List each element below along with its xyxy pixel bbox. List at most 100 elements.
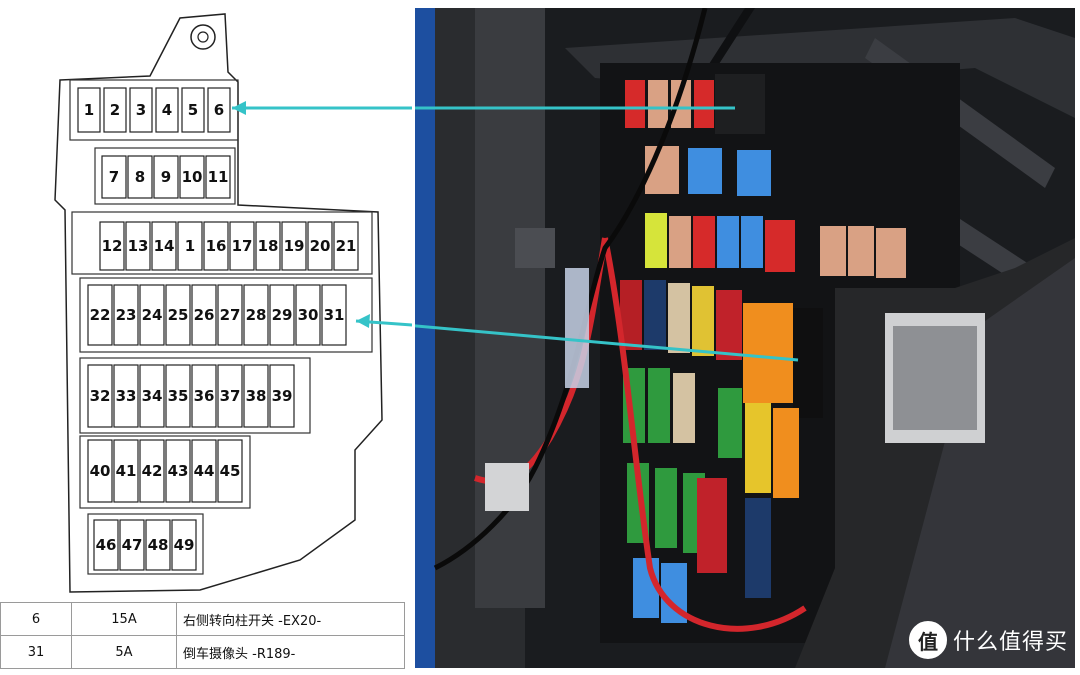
fuse-slot: [165, 364, 191, 428]
fuse-slot-number: 27: [220, 306, 241, 324]
fuse-slot-number: 18: [258, 237, 279, 255]
fuse-slot-cell: 31: [0, 635, 72, 669]
fuse-slot-number: 7: [109, 168, 119, 186]
row-frame: [79, 277, 373, 353]
fuse-slot: [127, 155, 153, 199]
fuse-slot-number: 32: [90, 387, 111, 405]
mounting-hole-inner: [197, 31, 209, 43]
row-frame: [87, 513, 204, 575]
fuse-slot: [129, 87, 153, 133]
fuse-slot-number: 17: [232, 237, 253, 255]
site-watermark: 值 什么值得买: [908, 621, 1068, 659]
fuse-slot: [191, 284, 217, 346]
fuse-slot-number: 48: [148, 536, 169, 554]
fuse-slot: [145, 519, 171, 571]
fuse-slot: [207, 87, 231, 133]
fuse-slot-number: 22: [90, 306, 111, 324]
fuse-slot: [87, 284, 113, 346]
fuse-slot-number: 35: [168, 387, 189, 405]
fuse-amps-cell: 15A: [71, 602, 177, 636]
fuse-slot: [243, 284, 269, 346]
fuse-slot: [281, 221, 307, 271]
fuse-slot: [125, 221, 151, 271]
fuse-slot-number: 19: [284, 237, 305, 255]
fuse-slot: [113, 439, 139, 503]
fuse-slot-number: 25: [168, 306, 189, 324]
fuse-slot: [153, 155, 179, 199]
fuse-slot: [93, 519, 119, 571]
fuse-slot: [113, 364, 139, 428]
diagram-outline: [54, 13, 383, 593]
fuse-slot: [321, 284, 347, 346]
fuse-slot-number: 10: [182, 168, 203, 186]
fuse-slot-number: 12: [102, 237, 123, 255]
fuse-slot: [217, 364, 243, 428]
pointer-lines: [415, 106, 799, 362]
fuse-slot: [113, 284, 139, 346]
fuse-slot-number: 31: [324, 306, 345, 324]
fuse-slot-number: 8: [135, 168, 145, 186]
fuse-slot: [295, 284, 321, 346]
fuse-slot: [229, 221, 255, 271]
arrow-head-icon: [232, 101, 246, 115]
fuse-slot-number: 30: [298, 306, 319, 324]
fuse-slot: [139, 439, 165, 503]
fuse-slot: [333, 221, 359, 271]
mounting-hole: [190, 24, 216, 50]
fuse-slot: [103, 87, 127, 133]
fuse-slot-number: 9: [161, 168, 171, 186]
fuse-slot-number: 36: [194, 387, 215, 405]
fuse-slot: [87, 439, 113, 503]
fuse-slot-number: 37: [220, 387, 241, 405]
fuse-slot: [217, 284, 243, 346]
fuse-slot-number: 5: [188, 101, 198, 119]
fuse-slot-number: 24: [142, 306, 163, 324]
fuse-slot-number: 34: [142, 387, 163, 405]
site-logo-icon: 值: [908, 621, 947, 659]
fuse-slot: [77, 87, 101, 133]
fuse-slot: [269, 284, 295, 346]
fuse-slot-number: 20: [310, 237, 331, 255]
fuse-slot-number: 38: [246, 387, 267, 405]
fuse-slot: [269, 364, 295, 428]
fuse-slot: [151, 221, 177, 271]
fuse-slot: [255, 221, 281, 271]
fuse-slot: [165, 284, 191, 346]
fuse-slot-number: 49: [174, 536, 195, 554]
fuse-slot-number: 29: [272, 306, 293, 324]
fuse-slot-number: 14: [154, 237, 175, 255]
fuse-slot: [87, 364, 113, 428]
fuse-slot-cell: 6: [0, 602, 72, 636]
fuse-slot-number: 11: [208, 168, 229, 186]
fuse-slot: [243, 364, 269, 428]
fuse-slot: [171, 519, 197, 571]
fuse-slot-number: 44: [194, 462, 215, 480]
watermark-text: 什么值得买: [952, 630, 1068, 655]
fuse-table: 6 15A 右侧转向柱开关 -EX20- 31 5A 倒车摄像头 -R189-: [0, 602, 405, 669]
fuse-slot-number: 13: [128, 237, 149, 255]
fuse-slot-number: 40: [90, 462, 111, 480]
fuse-slot-number: 43: [168, 462, 189, 480]
row-frame: [79, 435, 251, 509]
row-frame: [79, 357, 311, 434]
fuse-slot: [203, 221, 229, 271]
fuse-slot-number: 16: [206, 237, 227, 255]
fuse-amps-cell: 5A: [71, 635, 177, 669]
table-row: 6 15A 右侧转向柱开关 -EX20-: [0, 602, 405, 636]
fuse-slot-number: 33: [116, 387, 137, 405]
fuse-slot-number: 26: [194, 306, 215, 324]
fuse-box-photo: [415, 8, 1075, 668]
fuse-slot-number: 28: [246, 306, 267, 324]
fuse-slot: [99, 221, 125, 271]
fuse-slot: [307, 221, 333, 271]
fuse-slot-number: 3: [136, 101, 146, 119]
fuse-slot-number: 21: [336, 237, 357, 255]
fuse-slot: [217, 439, 243, 503]
row-frame: [71, 211, 373, 275]
fuse-slot: [179, 155, 205, 199]
fuse-slot: [191, 364, 217, 428]
fuse-slot: [177, 221, 203, 271]
fuse-desc-cell: 倒车摄像头 -R189-: [176, 635, 405, 669]
fuse-slot-number: 6: [214, 101, 224, 119]
